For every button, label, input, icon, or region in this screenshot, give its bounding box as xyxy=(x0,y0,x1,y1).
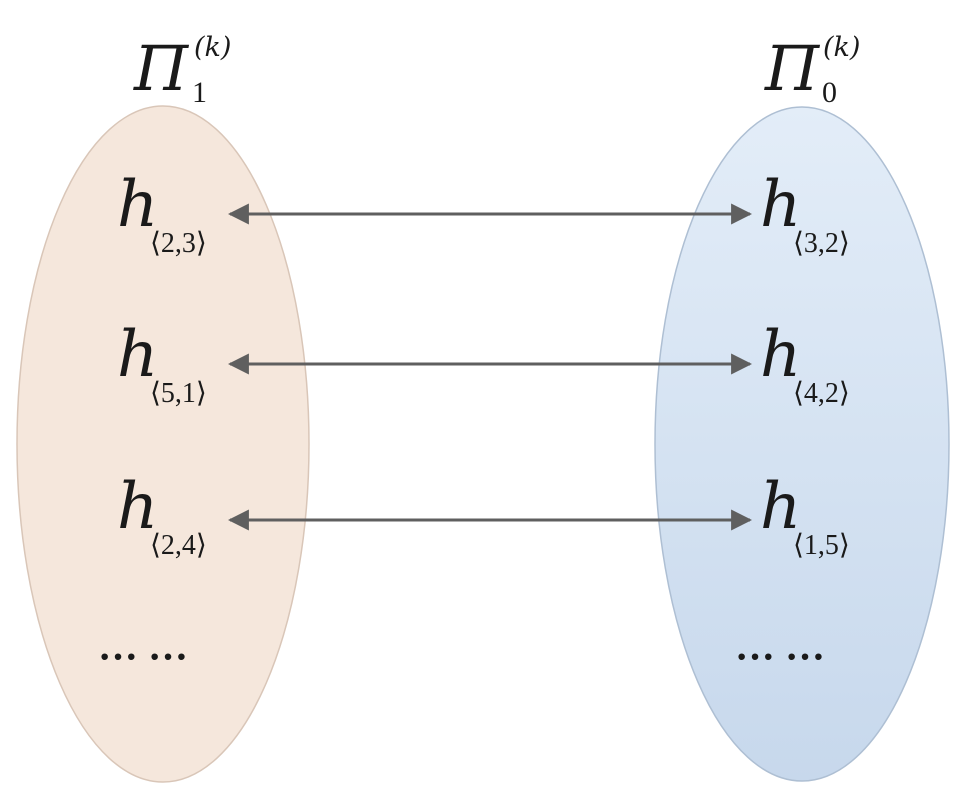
right-set-subscript: 0 xyxy=(822,76,837,109)
right-set-symbol: Π xyxy=(764,32,821,105)
left-item-1-subscript: ⟨2,3⟩ xyxy=(150,228,207,259)
left-item-2-subscript: ⟨5,1⟩ xyxy=(150,378,207,409)
right-item-3: h ⟨1,5⟩ xyxy=(760,470,850,561)
left-set-ellipse xyxy=(16,105,310,783)
right-item-2: h ⟨4,2⟩ xyxy=(760,318,850,409)
right-item-3-subscript: ⟨1,5⟩ xyxy=(793,530,850,561)
left-item-2-base: h xyxy=(117,318,158,392)
left-item-1-base: h xyxy=(117,168,158,242)
right-item-2-subscript: ⟨4,2⟩ xyxy=(793,378,850,409)
left-item-3-subscript: ⟨2,4⟩ xyxy=(150,530,207,561)
right-item-3-base: h xyxy=(760,470,801,544)
right-item-1-base: h xyxy=(760,168,801,242)
left-item-2: h ⟨5,1⟩ xyxy=(117,318,207,409)
right-item-2-base: h xyxy=(760,318,801,392)
right-item-1: h ⟨3,2⟩ xyxy=(760,168,850,259)
right-item-1-subscript: ⟨3,2⟩ xyxy=(793,228,850,259)
left-set-symbol: Π xyxy=(133,32,190,105)
right-set-label: Π 0 (k) xyxy=(764,32,860,109)
right-ellipsis: ··· ··· xyxy=(735,634,825,679)
left-item-3-base: h xyxy=(117,470,158,544)
left-item-1: h ⟨2,3⟩ xyxy=(117,168,207,259)
left-set-label: Π 1 (k) xyxy=(133,32,231,109)
left-set-subscript: 1 xyxy=(192,76,207,109)
left-ellipsis: ··· ··· xyxy=(98,634,188,679)
left-item-3: h ⟨2,4⟩ xyxy=(117,470,207,561)
left-set-superscript: (k) xyxy=(194,32,231,63)
right-set-superscript: (k) xyxy=(823,32,860,63)
right-set-ellipse xyxy=(654,106,950,782)
